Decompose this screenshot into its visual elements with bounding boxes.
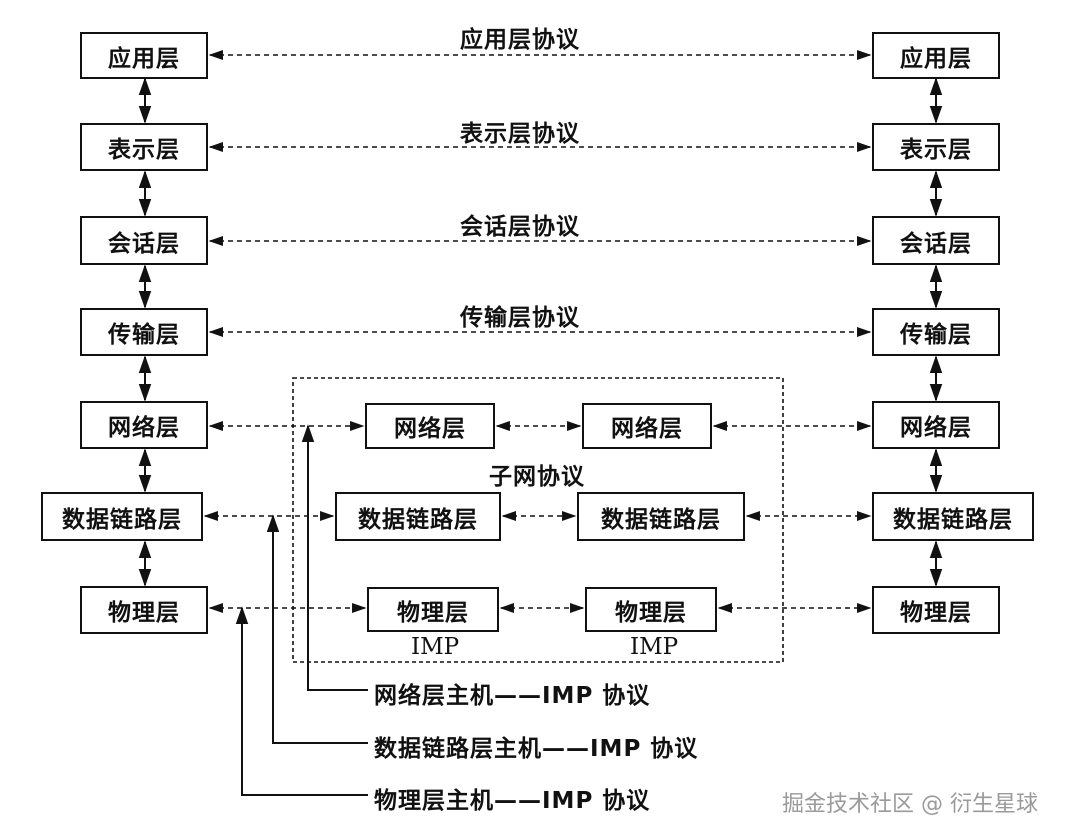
right-session-layer: 会话层	[872, 216, 1000, 265]
imp-left-physical-layer: 物理层	[367, 587, 499, 632]
right-network-layer: 网络层	[872, 401, 1000, 449]
right-datalink-layer: 数据链路层	[872, 492, 1034, 541]
left-presentation-layer: 表示层	[80, 123, 208, 171]
presentation-protocol-label: 表示层协议	[460, 121, 580, 147]
network-callout-leader	[301, 424, 368, 691]
right-application-layer: 应用层	[872, 32, 1000, 79]
imp-left-label: IMP	[411, 634, 460, 660]
imp-left-network-layer: 网络层	[365, 403, 495, 449]
physical-callout-leader	[235, 606, 368, 796]
datalink-host-imp-protocol-label: 数据链路层主机——IMP 协议	[374, 736, 699, 762]
left-transport-layer: 传输层	[80, 308, 208, 356]
right-presentation-layer: 表示层	[872, 123, 1000, 171]
network-host-imp-protocol-label: 网络层主机——IMP 协议	[374, 683, 651, 709]
subnet-protocol-label: 子网协议	[489, 464, 585, 490]
left-network-layer: 网络层	[80, 401, 208, 449]
right-physical-layer: 物理层	[872, 586, 1000, 634]
watermark: 掘金技术社区 @ 衍生星球	[782, 792, 1038, 817]
application-protocol-label: 应用层协议	[460, 27, 580, 53]
right-transport-layer: 传输层	[872, 308, 1000, 356]
left-physical-layer: 物理层	[80, 586, 208, 634]
imp-left-datalink-layer: 数据链路层	[335, 492, 501, 541]
session-protocol-label: 会话层协议	[460, 214, 580, 240]
imp-right-datalink-layer: 数据链路层	[577, 492, 745, 541]
left-application-layer: 应用层	[80, 32, 208, 79]
physical-host-imp-protocol-label: 物理层主机——IMP 协议	[374, 788, 651, 814]
imp-right-network-layer: 网络层	[582, 403, 712, 449]
left-session-layer: 会话层	[80, 216, 208, 265]
transport-protocol-label: 传输层协议	[460, 305, 580, 331]
left-datalink-layer: 数据链路层	[41, 492, 203, 541]
imp-right-label: IMP	[630, 634, 679, 660]
imp-right-physical-layer: 物理层	[585, 587, 717, 632]
datalink-callout-leader	[266, 514, 368, 744]
